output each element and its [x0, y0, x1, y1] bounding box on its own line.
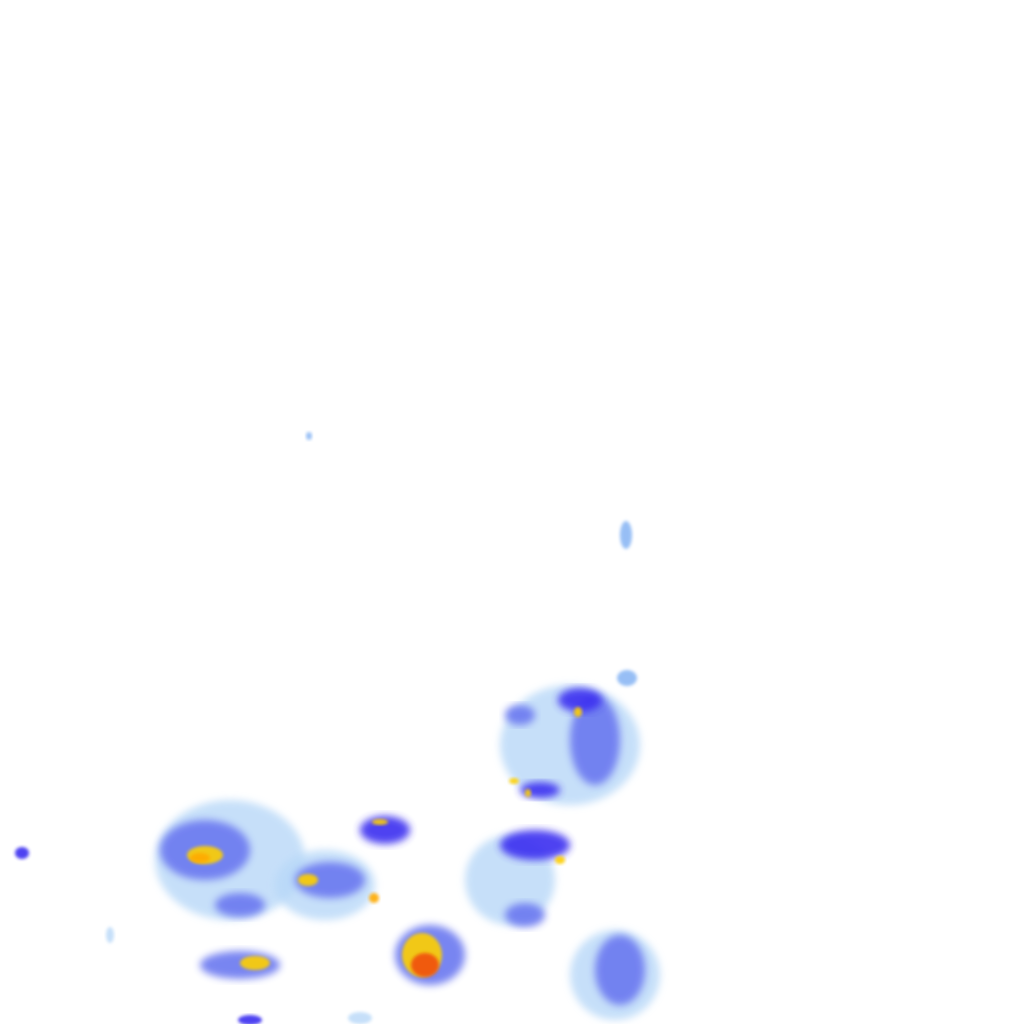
- storm-core: [298, 874, 318, 886]
- echo: [106, 927, 114, 943]
- echo: [620, 521, 632, 549]
- storm-cell-heavy: [558, 688, 602, 712]
- storm-core: [574, 707, 582, 717]
- storm-core: [369, 893, 379, 903]
- storm-cell-moderate: [570, 695, 620, 785]
- storm-core: [240, 956, 270, 970]
- echo: [238, 1015, 262, 1024]
- storm-cell-moderate: [215, 893, 265, 917]
- storm-core: [190, 853, 210, 863]
- storm-cell-moderate: [595, 935, 645, 1005]
- storm-cell-moderate: [505, 705, 535, 725]
- storm-cell-heavy: [500, 830, 570, 860]
- storm-core: [525, 789, 531, 797]
- storm-core: [555, 856, 565, 864]
- storm-core: [509, 778, 519, 784]
- storm-core: [372, 819, 388, 825]
- echo: [306, 432, 312, 440]
- storm-cell-moderate: [505, 903, 545, 927]
- storm-core: [411, 953, 439, 977]
- storm-cell-moderate: [295, 862, 365, 898]
- echo: [348, 1012, 372, 1024]
- echo: [617, 670, 637, 686]
- echo: [15, 847, 29, 859]
